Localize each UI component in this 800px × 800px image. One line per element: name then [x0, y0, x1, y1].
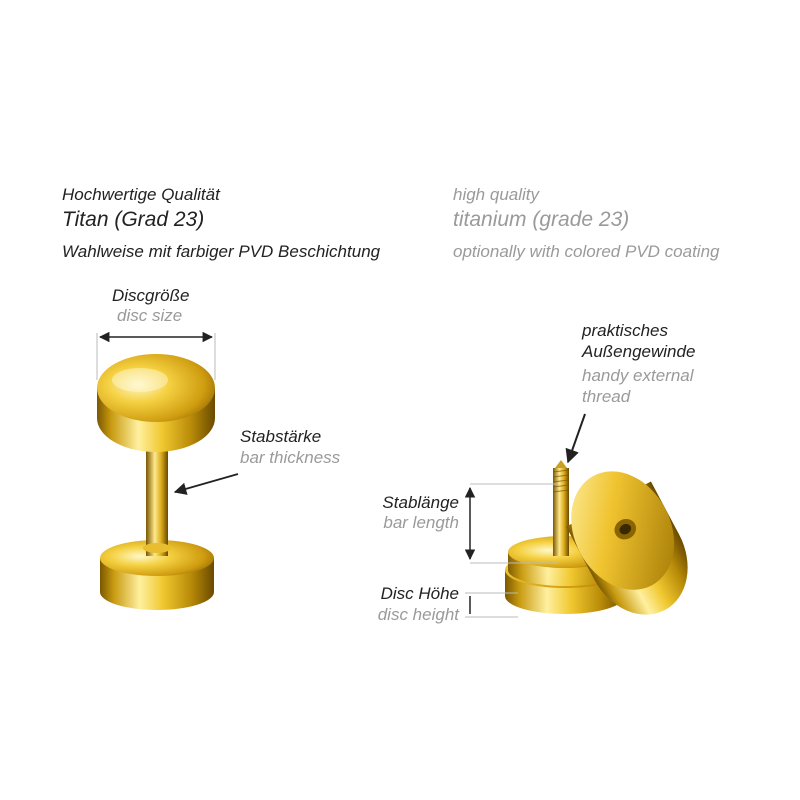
left-plug-illustration	[97, 354, 215, 610]
thread-label-de-1: praktisches	[582, 321, 668, 340]
thread-label-de-2: Außengewinde	[582, 342, 696, 361]
quality-label-en: high quality	[453, 185, 540, 204]
thread-label-en-1: handy external	[582, 366, 694, 385]
bar-thickness-label-en: bar thickness	[240, 448, 341, 467]
quality-label-de: Hochwertige Qualität	[62, 185, 220, 204]
coating-label-en: optionally with colored PVD coating	[453, 242, 720, 261]
bar-thickness-label-de: Stabstärke	[240, 427, 322, 446]
bar-length-label-en: bar length	[383, 513, 459, 532]
right-plug-illustration	[505, 460, 688, 615]
disc-height-label-en: disc height	[377, 605, 459, 624]
thread-label-en-2: thread	[582, 387, 631, 406]
disc-size-label-de: Discgröße	[112, 286, 190, 305]
disc-height-label-de: Disc Höhe	[380, 584, 459, 603]
thread-pointer	[565, 413, 586, 464]
bar-length-label-de: Stablänge	[382, 493, 459, 512]
coating-label-de: Wahlweise mit farbiger PVD Beschichtung	[62, 242, 381, 261]
material-label-de: Titan (Grad 23)	[62, 208, 205, 231]
bar-thickness-pointer	[173, 473, 239, 495]
material-label-en: titanium (grade 23)	[453, 208, 630, 231]
disc-size-label-en: disc size	[117, 306, 183, 325]
